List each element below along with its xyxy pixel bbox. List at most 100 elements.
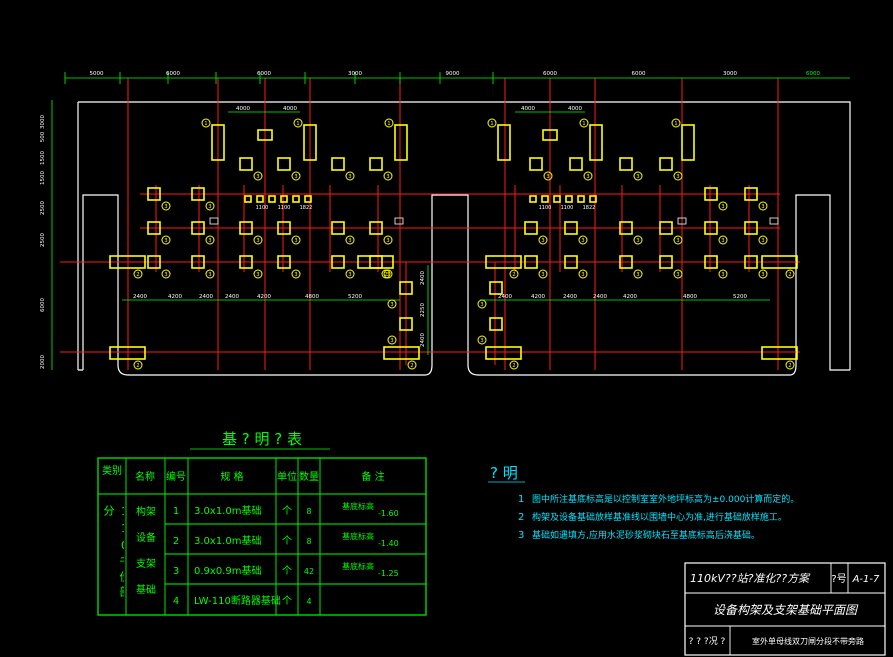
pad-num: [758, 235, 768, 245]
dim-top-label: 6000: [257, 71, 271, 77]
row-number: 2: [173, 536, 179, 547]
drawing-title: 设备构架及支架基础平面图: [713, 603, 859, 617]
pad-num: [718, 235, 728, 245]
frame-foundation-1: [303, 124, 317, 161]
wall-outline: [77, 101, 851, 376]
wide-num: [133, 269, 143, 279]
dim-top-label: 3000: [348, 71, 362, 77]
wide-foundation-2: [485, 255, 522, 269]
pad-num: [205, 235, 215, 245]
row-qty: 4: [306, 597, 311, 606]
wide-num: [509, 269, 519, 279]
wide-foundation-6: [485, 346, 522, 360]
pad-num: [161, 201, 171, 211]
foundation-number: 3: [256, 238, 259, 244]
pad-num: [383, 171, 393, 181]
pad-num: [758, 201, 768, 211]
pad-right-3: [659, 157, 673, 171]
inline-pad-l-2: [268, 195, 276, 203]
foundation-number: 3: [294, 174, 297, 180]
pad-num: [253, 235, 263, 245]
axis-lines: [60, 78, 800, 370]
inline-pad-r-4: [577, 195, 585, 203]
note-number: 1: [518, 494, 524, 505]
row-number: 4: [173, 596, 179, 607]
pad-num: [205, 269, 215, 279]
wide-num: [133, 360, 143, 370]
pad-left-2: [331, 157, 345, 171]
row-unit: 个: [282, 535, 292, 547]
row-number: 1: [173, 506, 179, 517]
drawing-code: A-1-7: [852, 574, 880, 585]
pad-right-0: [529, 157, 543, 171]
pad-left-0: [239, 157, 253, 171]
dim-inner-label: 1822: [300, 205, 313, 211]
title-block: 110kV??站?准化??方案 ?号 A-1-7 设备构架及支架基础平面图 ? …: [684, 562, 886, 656]
pad-num: [538, 235, 548, 245]
foundation-number: 3: [208, 204, 211, 210]
pad-num: [161, 269, 171, 279]
pad-num: [633, 171, 643, 181]
dim-left-label: 2500: [40, 233, 46, 247]
breaker-marker-0: [209, 217, 219, 225]
notes-title: ? 明: [490, 464, 518, 482]
foundation-number: 3: [721, 238, 724, 244]
pad-left-7: [277, 221, 291, 235]
note-number: 2: [518, 512, 524, 523]
dim-top-label: 6000: [166, 71, 180, 77]
dim-mid-label: 4800: [305, 294, 319, 300]
dim-mid-right-label: 4200: [531, 294, 545, 300]
center-num: [477, 299, 487, 309]
footer-text: 室外单母线双刀闸分段不带旁路: [752, 636, 864, 646]
dim-mid-right-label: 2400: [593, 294, 607, 300]
pad-num: [673, 269, 683, 279]
pad-right-7: [659, 221, 673, 235]
foundation-number: 3: [480, 338, 483, 344]
foundation-number: 3: [256, 272, 259, 278]
foundation-number: 3: [636, 238, 639, 244]
foundation-number: 3: [164, 272, 167, 278]
dim-small-label: 4000: [236, 106, 250, 112]
foundation-number: 3: [581, 272, 584, 278]
pad-num: [758, 269, 768, 279]
pad-right-13: [659, 255, 673, 269]
pad-num: [253, 269, 263, 279]
inline-pad-l-5: [304, 195, 312, 203]
foundation-number: 3: [721, 204, 724, 210]
dim-mid-label: 2400: [133, 294, 147, 300]
header-remark: 备 注: [361, 470, 384, 483]
row-remark-value: -1.25: [378, 569, 399, 578]
dim-top-label: 6000: [806, 71, 820, 77]
pad-left-10: [147, 255, 161, 269]
check-label: ? ? ?况 ?: [689, 636, 726, 647]
foundation-number: 3: [676, 272, 679, 278]
pad-right-9: [744, 221, 758, 235]
boundary-wall: [77, 101, 851, 376]
foundation-number: 3: [636, 272, 639, 278]
dim-top-label: 9000: [446, 71, 460, 77]
dim-mid-right-label: 5200: [733, 294, 747, 300]
dim-mid-label: 4200: [168, 294, 182, 300]
pad-left-14: [331, 255, 345, 269]
header-unit: 单位: [277, 470, 297, 483]
wide-num: [785, 269, 795, 279]
row-spec: 3.0x1.0m基础: [194, 504, 261, 517]
wide-foundation-0: [109, 255, 146, 269]
pad-left-16: [147, 187, 161, 201]
pad-right-17: [744, 187, 758, 201]
frame-foundation-3: [497, 124, 511, 161]
foundation-number: 1: [296, 121, 299, 127]
inline-pad-r-3: [565, 195, 573, 203]
pad-num: [633, 235, 643, 245]
pad-num: [253, 171, 263, 181]
frame-foundation-4: [589, 124, 603, 161]
legend-title: 基 ? 明 ? 表: [222, 430, 302, 448]
wide-foundation-4: [109, 346, 146, 360]
foundation-number: 1: [490, 121, 493, 127]
foundation-number: 3: [676, 238, 679, 244]
row-spec: LW-110断路器基础: [194, 594, 281, 607]
foundation-number: 3: [480, 302, 483, 308]
pad-right-5: [564, 221, 578, 235]
